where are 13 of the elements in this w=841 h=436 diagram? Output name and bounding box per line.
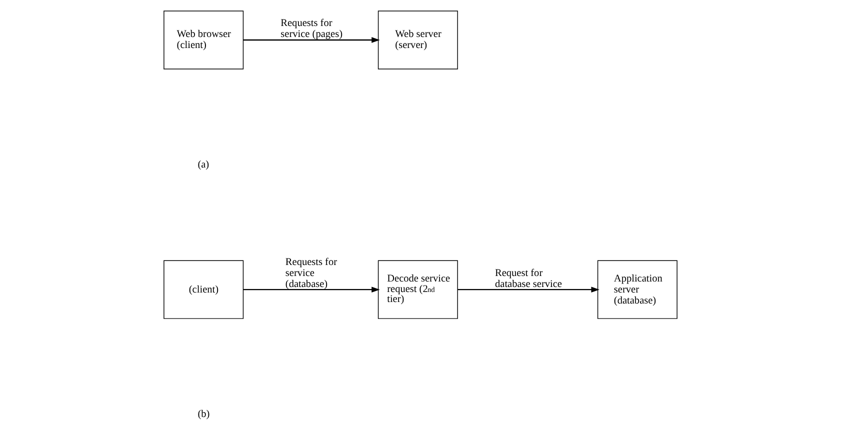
arrow	[243, 37, 380, 43]
node-box: (client)	[164, 260, 244, 319]
edge-label: Requests for service (database)	[285, 256, 338, 290]
arrow	[243, 286, 380, 292]
edge-label: Requests for service (pages)	[280, 18, 343, 40]
node-box: Web server (server)	[378, 10, 458, 70]
node-box: Application server (database)	[597, 260, 678, 319]
label: (b)	[198, 409, 210, 420]
label: (a)	[198, 159, 210, 170]
node-box: Web browser (client)	[164, 10, 244, 70]
edge-label: Request for database service	[495, 268, 562, 290]
node-box: Decode service request (2nd tier)	[378, 260, 458, 319]
arrow	[458, 286, 600, 292]
